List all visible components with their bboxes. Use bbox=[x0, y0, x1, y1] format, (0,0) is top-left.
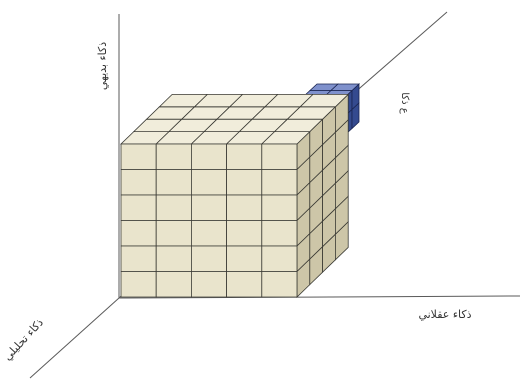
cube-front-cell bbox=[261, 220, 298, 247]
cube-front-cell bbox=[226, 220, 263, 247]
depth-axis-small-label: ع ذكا bbox=[399, 92, 410, 113]
cube-front-cell bbox=[190, 169, 228, 196]
cube-front-cell bbox=[261, 245, 298, 272]
cube-front-cell bbox=[120, 220, 157, 247]
cube-front-cell bbox=[155, 245, 192, 272]
cube-front-cell bbox=[120, 245, 157, 272]
cube-front-cell bbox=[261, 194, 298, 221]
cube-front-cell bbox=[261, 271, 298, 298]
cube-front-cell bbox=[120, 169, 157, 196]
cube-front-cell bbox=[190, 220, 228, 247]
vertical-axis-label: ذكاء بديهي bbox=[96, 42, 109, 90]
cube-front-cell bbox=[155, 271, 192, 298]
cube-front-cell bbox=[226, 271, 263, 298]
diagonal-axis-label: ذكاء تحليلي bbox=[1, 316, 46, 363]
cube-front-cell bbox=[190, 245, 228, 272]
cube-front-cell bbox=[226, 169, 263, 196]
cube-front-cell bbox=[190, 143, 228, 170]
cube-front-cell bbox=[155, 143, 192, 170]
cube-front-cell bbox=[120, 143, 157, 170]
cube-front-cell bbox=[226, 194, 263, 221]
cube-front-cell bbox=[155, 220, 192, 247]
horizontal-axis-label: ذكاء عقلاني bbox=[418, 308, 471, 321]
cube-front-cell bbox=[261, 143, 298, 170]
cube-front-cell bbox=[226, 143, 263, 170]
cube-front-cell bbox=[190, 194, 228, 221]
horizontal-axis bbox=[118, 295, 521, 299]
main-cube bbox=[120, 93, 350, 298]
cube-top-cell bbox=[299, 94, 350, 108]
cube-front-cell bbox=[120, 271, 157, 298]
cube-side-cell bbox=[351, 102, 360, 130]
cube-front-cell bbox=[190, 271, 228, 298]
cube-front-cell bbox=[226, 245, 263, 272]
cube-front-cell bbox=[155, 194, 192, 221]
cube-front-cell bbox=[261, 169, 298, 196]
cube-front-cell bbox=[120, 194, 157, 221]
cube-front-cell bbox=[155, 169, 192, 196]
cube-top-cell bbox=[329, 83, 361, 91]
diagonal-axis bbox=[29, 297, 120, 379]
cube-side-cell bbox=[334, 220, 349, 261]
